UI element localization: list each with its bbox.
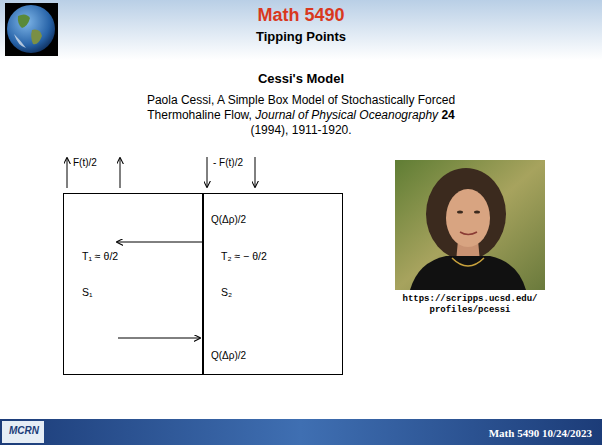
slide-subtitle: Tipping Points: [0, 29, 602, 44]
logo-text: MCRN: [5, 425, 43, 436]
slide-title: Math 5490: [0, 5, 602, 26]
temperature-label: T₁ ≈ θ/2: [82, 250, 118, 262]
section-heading: Cessi's Model: [0, 71, 602, 86]
footer-text: Math 5490 10/24/2023: [489, 427, 592, 439]
citation-block: Paola Cessi, A Simple Box Model of Stoch…: [81, 93, 521, 138]
forcing-label: - F(t)/2: [213, 157, 243, 168]
header-band: [0, 0, 602, 60]
volume-number: 24: [441, 108, 454, 122]
citation-text: Paola Cessi, A Simple Box Model of Stoch…: [81, 93, 521, 108]
flow-arrow: [118, 338, 200, 339]
salinity-label: S₂: [221, 286, 232, 298]
forcing-label: F(t)/2: [73, 157, 97, 168]
temperature-label: T₂ ≈ − θ/2: [221, 250, 267, 262]
box-compartment: T₁ ≈ θ/2S₁: [63, 193, 204, 375]
earth-icon: [5, 3, 58, 56]
footer-band: [0, 419, 602, 445]
flow-label: Q(Δρ)/2: [210, 214, 247, 225]
flow-arrow: [117, 242, 202, 243]
salinity-label: S₁: [82, 286, 93, 298]
box-frame-arrows: [67, 157, 255, 188]
url-text: https://scripps.ucsd.edu/ profiles/pcess…: [390, 294, 550, 316]
citation-text: Thermohaline Flow,: [147, 108, 252, 122]
flow-label: Q(Δρ)/2: [210, 350, 247, 361]
citation-text: (1994), 1911-1920.: [81, 123, 521, 138]
journal-name: Journal of Physical Oceanography: [255, 108, 438, 122]
logo-plate: [2, 421, 44, 443]
portrait-photo: [395, 160, 545, 290]
